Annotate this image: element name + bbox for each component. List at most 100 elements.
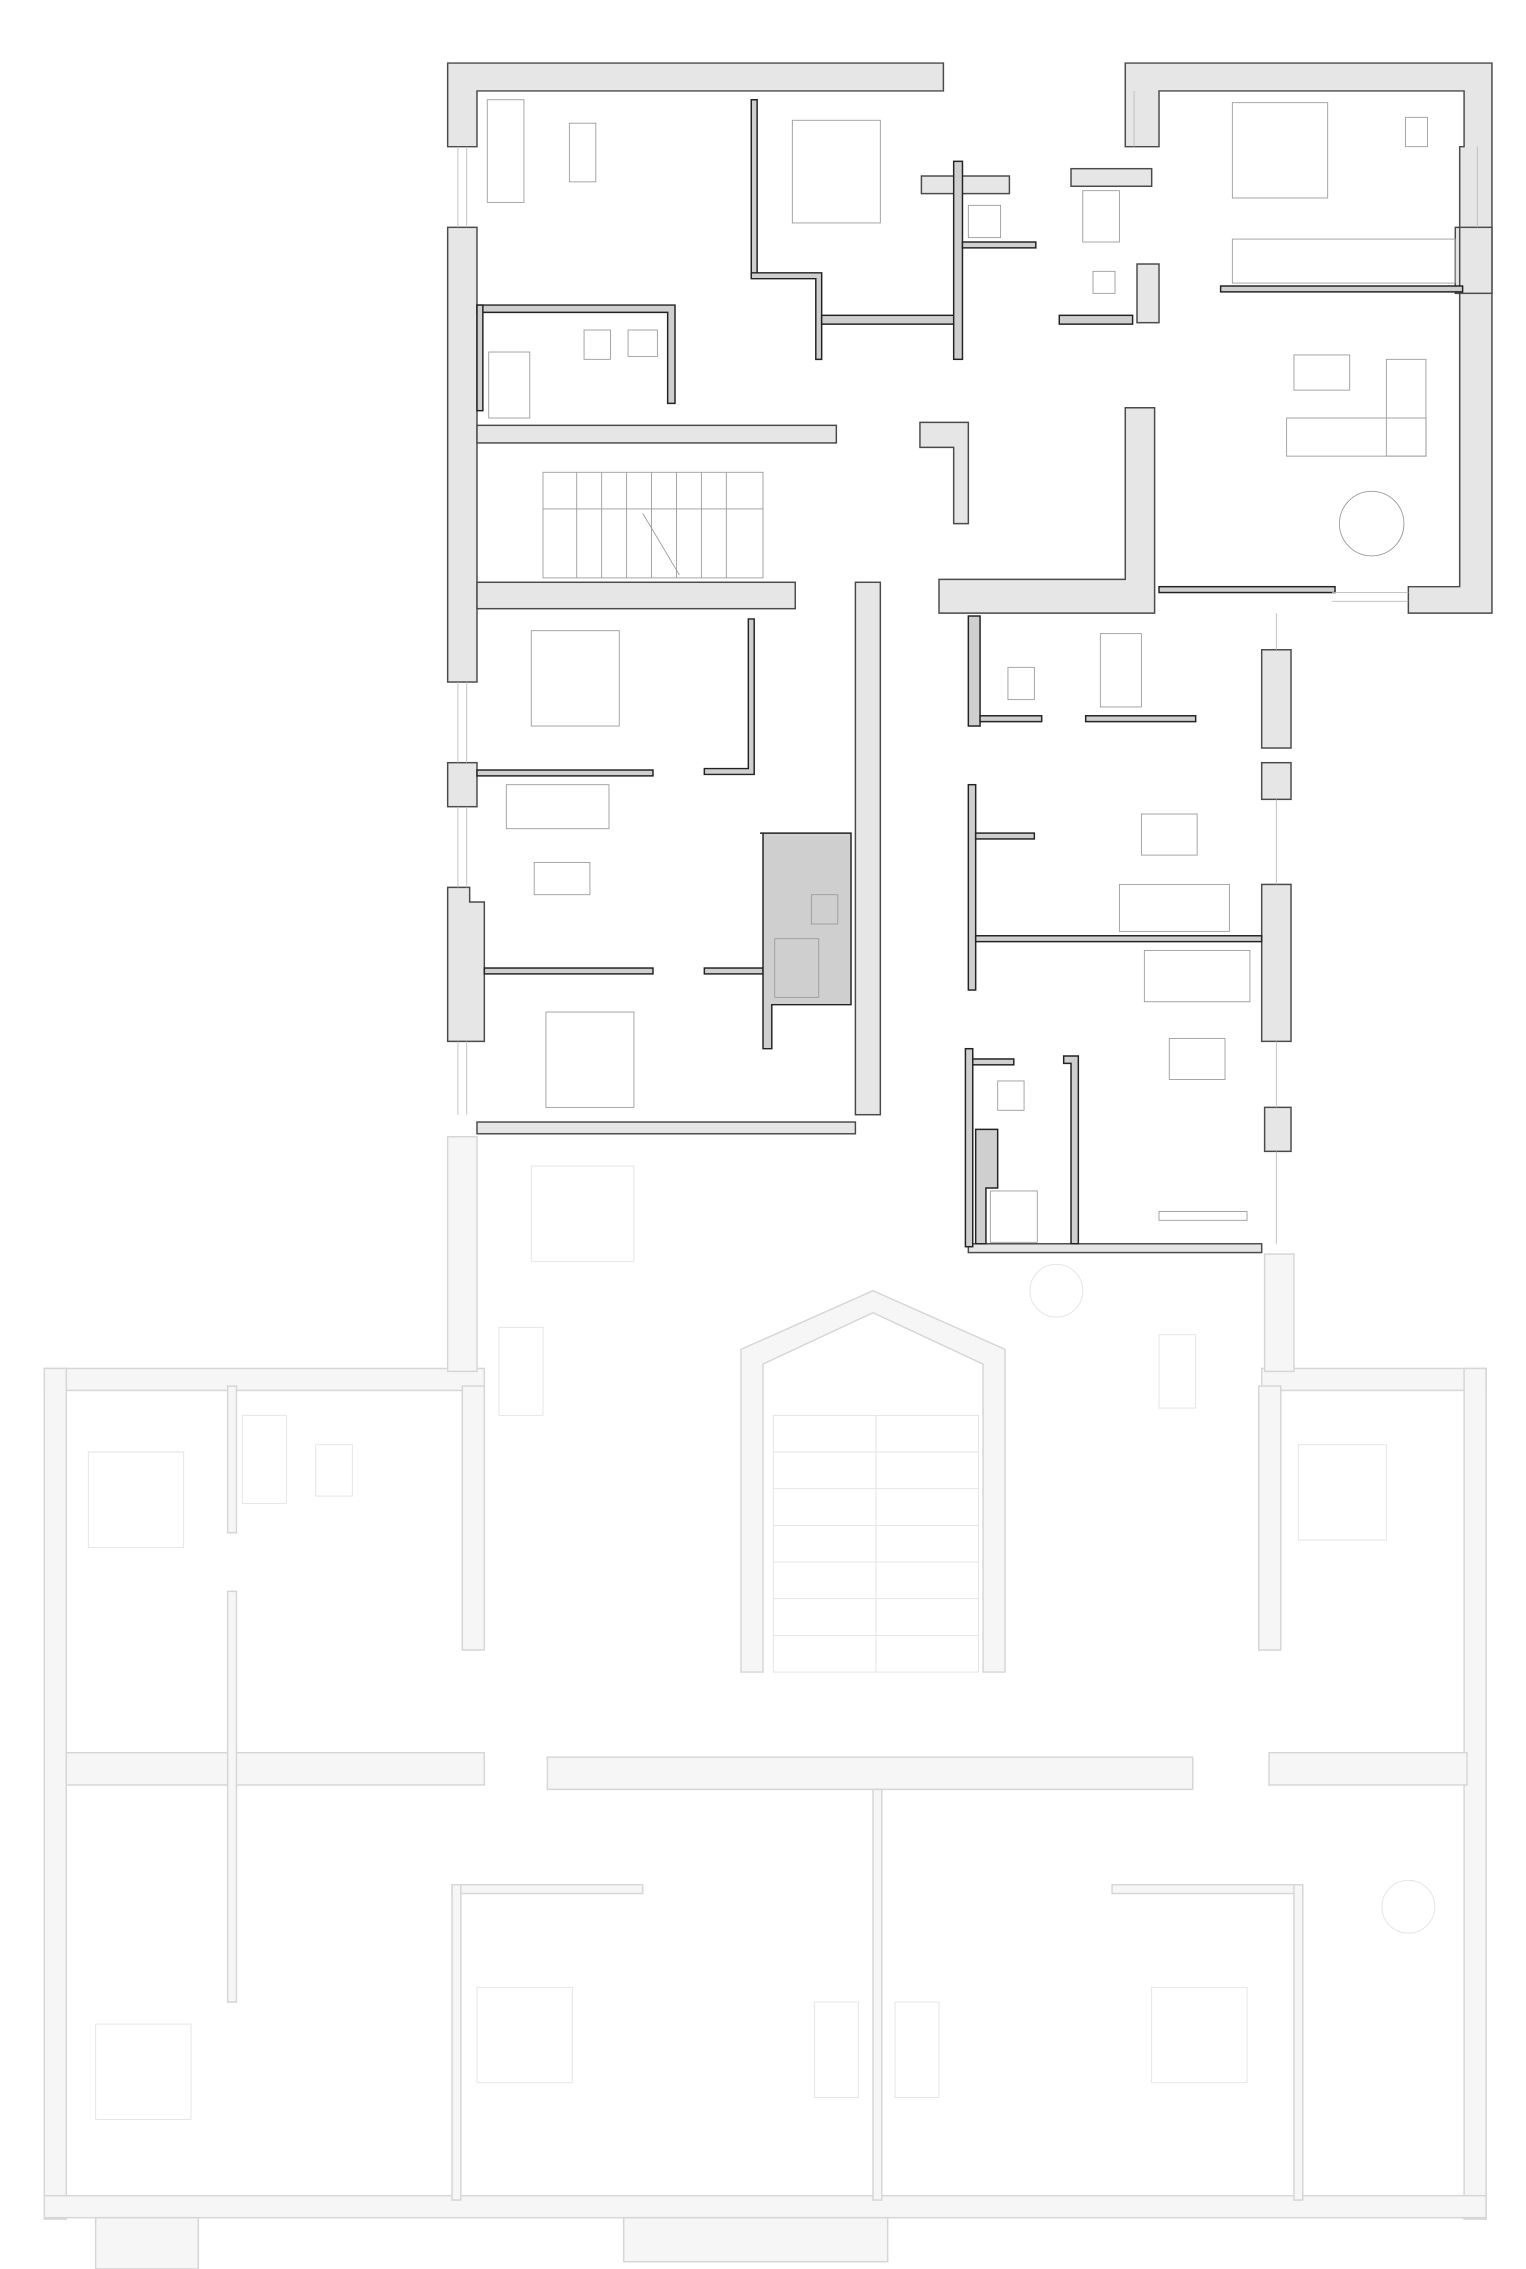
sink [967,204,1002,239]
outer-wall-top-left [43,1367,486,1392]
wing-wall-left [446,1135,478,1373]
table [315,1444,353,1497]
partition [1219,285,1464,293]
outer-wall-left [446,761,478,808]
sofa-l [1385,358,1427,457]
partition [974,1128,999,1245]
sofa [498,1326,544,1416]
coffee-table [533,861,591,896]
partition [1058,314,1134,325]
toilet [1007,666,1035,701]
partition [476,304,484,412]
sofa [505,784,610,830]
coffee-table [1168,1037,1226,1080]
partition [952,160,964,361]
shower [1099,633,1142,708]
partition [967,615,981,727]
right-column-wall [1258,1385,1282,1651]
partition [974,832,1036,840]
window-pier [1458,226,1493,295]
partition [820,314,958,325]
corridor-wall-top [476,424,838,444]
lower-furniture [87,1165,1436,2120]
outer-wall-right [1463,1367,1487,2220]
coffee-table [568,122,597,183]
bed [791,119,881,224]
partition [760,832,852,1050]
outer-wall-bottom [43,2194,1487,2219]
sofa [894,2001,940,2098]
toilet [583,329,611,360]
highlighted-upper-section [446,62,1493,1254]
partition [1084,715,1197,723]
left-column-wall [461,1385,486,1651]
bay-center [622,2216,889,2263]
bed [1297,1444,1387,1541]
outer-wall-right-lower [1260,761,1292,801]
bed [95,2023,192,2120]
shower [989,1190,1038,1243]
bed [545,1011,635,1108]
partition [1158,585,1336,594]
partition [974,935,1263,943]
dining-table [1381,1879,1436,1934]
partition-lower-f [1293,1883,1304,2201]
middle-wall-left [65,1751,486,1786]
middle-wall-right [1268,1751,1468,1786]
core-block [1136,263,1160,324]
stair-wall-bottom [476,581,797,610]
faded-lower-section [43,1135,1487,2269]
sofa [486,99,525,203]
bed [530,630,620,727]
desk [1158,1211,1248,1221]
shower [1082,190,1120,243]
central-stair-enclosure [740,1289,1006,1673]
toilet [1092,270,1116,294]
stair-treads [773,1415,979,1673]
partition [476,304,676,405]
partition-lower-b [226,1590,238,2003]
bed [1231,102,1329,199]
outer-wall-right-lower [1260,649,1292,749]
core-wall-right [938,407,1156,614]
sofa [1118,883,1230,932]
partition [972,1058,1015,1066]
bed [530,1165,635,1262]
stair-treads [542,472,763,578]
partitions [476,99,1464,1248]
central-spine-wall [854,581,882,1116]
outer-wall-top-right [1260,1367,1487,1392]
stair [542,471,764,579]
sofa [1143,949,1251,1003]
partition [483,967,654,975]
sofa [241,1414,287,1504]
wing-wall-right [1263,1253,1295,1373]
coffee-table [1140,813,1198,856]
sink [627,329,658,357]
partition [750,272,823,361]
core-block [1070,167,1153,188]
outer-wall-bottom-left [476,1121,857,1135]
outer-wall-left [446,886,486,1043]
bay-left [94,2216,200,2269]
coffee-table [1293,354,1351,391]
shower [774,938,820,998]
middle-wall-center [546,1756,1194,1791]
dining-table [1029,1263,1084,1318]
desk [1404,116,1428,148]
toilet [810,894,839,925]
partition [964,1047,974,1248]
partition [703,967,764,975]
sofa-l [1286,417,1427,457]
bed [476,1986,573,2084]
outer-wall-right-lower [1260,883,1292,1043]
bed [87,1451,185,1548]
partition-lower-c [451,1883,644,1895]
bed [1151,1986,1248,2084]
partition [979,715,1043,723]
dining-table [1338,490,1405,557]
partition-lower-d [451,1883,462,2201]
outer-wall-left [446,226,478,683]
outer-wall-top-left [446,62,945,148]
